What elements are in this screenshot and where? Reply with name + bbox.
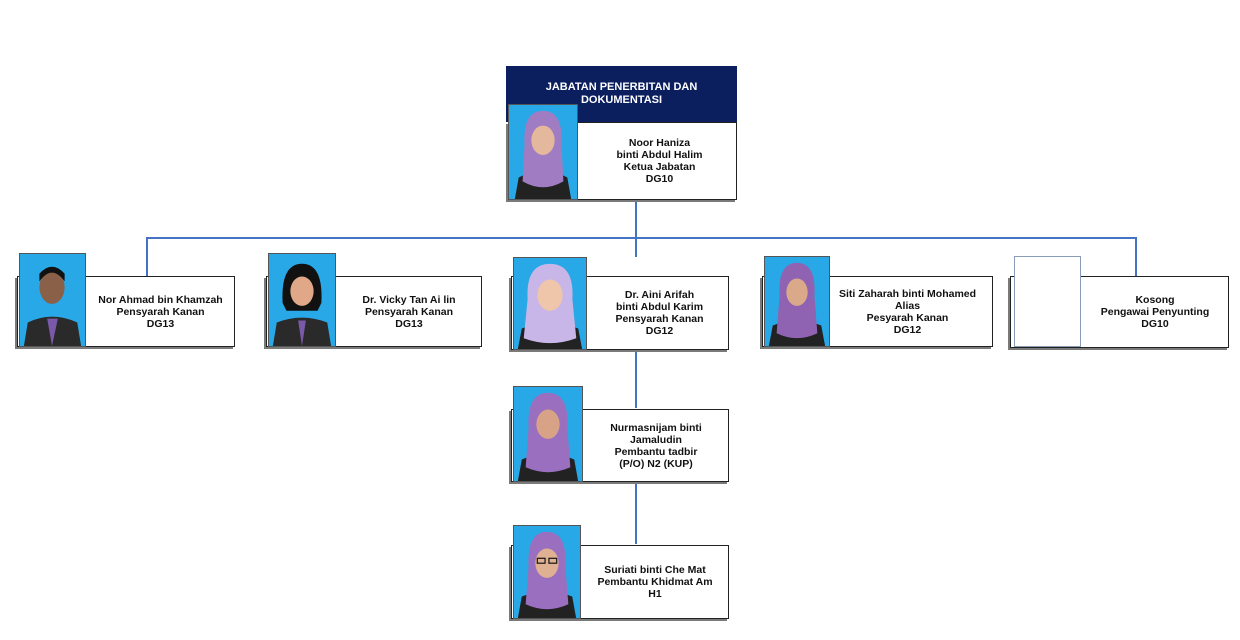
sub1-grade: (P/O) N2 (KUP) [619, 457, 693, 470]
staff-grade-5: DG10 [1141, 318, 1169, 330]
staff-role-1: Pensyarah Kanan [116, 305, 205, 318]
department-title: JABATAN PENERBITAN DAN DOKUMENTASI [545, 81, 698, 106]
head-name: Noor Haniza [628, 137, 691, 149]
staff-photo-5-placeholder [1014, 256, 1081, 347]
head-info: Noor Haniza binti Abdul Halim Ketua Jaba… [582, 122, 737, 200]
staff-role-2: Pensyarah Kanan [364, 305, 454, 318]
sub2-info: Suriati binti Che Mat Pembantu Khidmat A… [581, 545, 729, 619]
staff-role-3: Pensyarah Kanan [615, 313, 704, 325]
staff-info-2: Dr. Vicky Tan Ai lin Pensyarah Kanan DG1… [336, 276, 482, 347]
head-name-cont: binti Abdul Halim [616, 149, 703, 161]
staff-grade-2: DG13 [395, 317, 423, 330]
connector-drop-1 [146, 237, 148, 277]
connector-mid [635, 237, 637, 257]
staff-photo-3 [513, 257, 587, 350]
staff-role-5: Pengawai Penyunting [1100, 306, 1210, 318]
staff-name-5: Kosong [1135, 294, 1175, 306]
sub1-info: Nurmasnijam binti Jamaludin Pembantu tad… [583, 409, 729, 482]
staff-grade-1: DG13 [146, 317, 175, 330]
staff-name-4-cont: Alias [894, 299, 921, 312]
sub1-role: Pembantu tadbir [614, 445, 698, 458]
staff-info-3: Dr. Aini Arifah binti Abdul Karim Pensya… [590, 276, 729, 350]
sub1-name: Nurmasnijam binti [610, 421, 702, 434]
staff-name-1: Nor Ahmad bin Khamzah [98, 293, 223, 306]
staff-name-3: Dr. Aini Arifah [624, 289, 695, 301]
connector-to-sub1 [635, 350, 637, 408]
staff-info-4: Siti Zaharah binti Mohamed Alias Pesyara… [830, 276, 985, 347]
connector-to-sub2 [635, 482, 637, 544]
staff-name-4: Siti Zaharah binti Mohamed [838, 287, 977, 300]
head-role: Ketua Jabatan [623, 161, 696, 173]
staff-grade-3: DG12 [645, 325, 674, 337]
staff-photo-2 [268, 253, 336, 347]
staff-name-2: Dr. Vicky Tan Ai lin [362, 293, 456, 306]
staff-role-4: Pesyarah Kanan [866, 311, 949, 324]
staff-photo-4 [764, 256, 830, 347]
connector-horizontal [146, 237, 1137, 239]
staff-info-1: Nor Ahmad bin Khamzah Pensyarah Kanan DG… [86, 276, 235, 347]
sub1-photo [513, 386, 583, 482]
sub1-name-cont: Jamaludin [630, 433, 682, 446]
sub2-name: Suriati binti Che Mat [604, 564, 706, 576]
connector-drop-5 [1135, 237, 1137, 277]
sub2-role: Pembantu Khidmat Am [597, 576, 713, 588]
staff-name-3-cont: binti Abdul Karim [615, 301, 704, 313]
sub2-grade: H1 [648, 588, 662, 600]
staff-grade-4: DG12 [893, 323, 922, 336]
sub2-photo [513, 525, 581, 619]
staff-photo-1 [19, 253, 86, 347]
connector-head-down [635, 200, 637, 238]
head-photo [508, 104, 578, 200]
staff-info-5: Kosong Pengawai Penyunting DG10 [1081, 276, 1229, 348]
head-grade: DG10 [645, 173, 674, 185]
